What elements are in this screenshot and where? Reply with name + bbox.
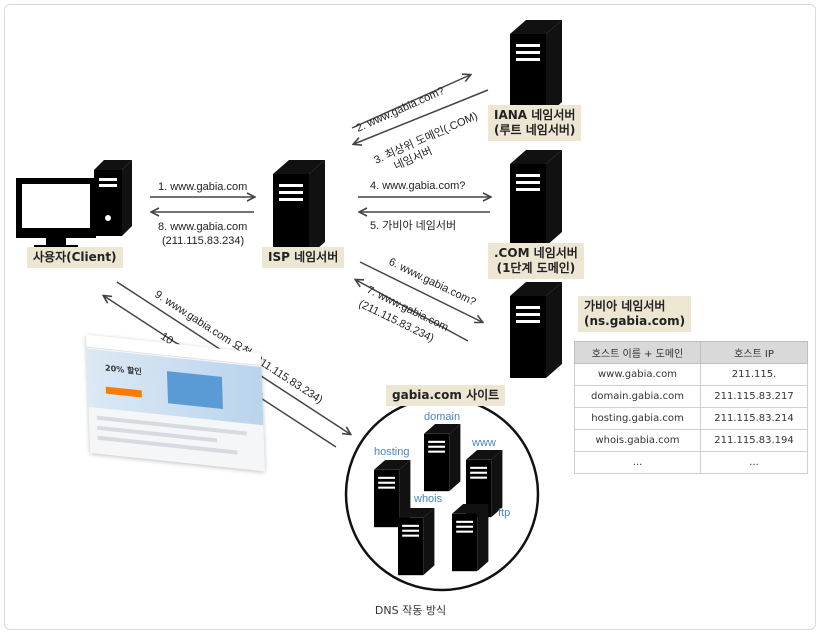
table-row: domain.gabia.com 211.115.83.217 (574, 385, 808, 408)
host-name-cell: hosting.gabia.com (574, 407, 701, 430)
host-table: 호스트 이름 + 도메인 호스트 IP www.gabia.com 211.11… (574, 341, 808, 474)
host-name-cell: domain.gabia.com (574, 385, 701, 408)
arrow-step-3 (354, 89, 489, 144)
host-table-header-ip: 호스트 IP (700, 341, 808, 364)
table-row: www.gabia.com 211.115. (574, 363, 808, 386)
com-server-icon (510, 150, 562, 246)
arrow-step-6 (359, 261, 482, 322)
host-table-header: 호스트 이름 + 도메인 호스트 IP (574, 341, 808, 364)
gabia-server-icon (510, 282, 562, 378)
figure-caption: DNS 작동 방식 (374, 604, 447, 617)
site-server-hosting: hosting (374, 446, 409, 458)
gabia-website-screenshot: 20% 할인 (85, 334, 266, 472)
isp-nameserver-label: ISP 네임서버 (262, 247, 345, 268)
gabia-ns-label-line-2: (ns.gabia.com) (584, 314, 686, 328)
site-label: gabia.com 사이트 (386, 385, 506, 406)
client-label: 사용자(Client) (27, 247, 123, 268)
step-8-ip: (211.115.83.234) (162, 235, 244, 247)
step-1-label: 1. www.gabia.com (158, 181, 247, 193)
table-row: whois.gabia.com 211.115.83.194 (574, 429, 808, 452)
step-2-label: 2. www.gabia.com? (354, 85, 446, 135)
site-server-whois: whois (413, 493, 443, 505)
host-ip-cell: 211.115.83.214 (700, 407, 808, 430)
com-label-line-1: .COM 네임서버 (494, 246, 578, 260)
gabia-ns-label-line-1: 가비아 네임서버 (584, 299, 666, 313)
site-server-www: www (471, 437, 496, 449)
arrow-step-7 (356, 280, 469, 342)
host-ip-cell: 211.115.83.217 (700, 385, 808, 408)
host-ip-cell: 211.115.83.194 (700, 429, 808, 452)
table-row: hosting.gabia.com 211.115.83.214 (574, 407, 808, 430)
iana-label-line-2: (루트 네임서버) (494, 123, 576, 137)
iana-server-icon (510, 20, 562, 116)
host-ip-cell: 211.115. (700, 363, 808, 386)
host-name-cell: ... (574, 451, 701, 474)
step-5-label: 5. 가비아 네임서버 (370, 219, 456, 232)
com-nameserver-label: .COM 네임서버 (1단계 도메인) (488, 243, 584, 279)
iana-nameserver-label: IANA 네임서버 (루트 네임서버) (488, 105, 582, 141)
host-name-cell: whois.gabia.com (574, 429, 701, 452)
host-ip-cell: ... (700, 451, 808, 474)
arrow-step-2 (351, 75, 470, 129)
step-4-label: 4. www.gabia.com? (370, 180, 465, 192)
gabia-nameserver-label: 가비아 네임서버 (ns.gabia.com) (578, 296, 692, 332)
host-name-cell: www.gabia.com (574, 363, 701, 386)
site-server-domain: domain (424, 411, 460, 423)
isp-server-icon (273, 160, 325, 256)
client-computer-icon (16, 160, 132, 249)
iana-label-line-1: IANA 네임서버 (494, 108, 576, 122)
site-server-ftp: ftp (498, 507, 510, 519)
step-8-label: 8. www.gabia.com (158, 221, 247, 233)
com-label-line-2: (1단계 도메인) (496, 261, 576, 275)
host-table-header-name: 호스트 이름 + 도메인 (574, 341, 701, 364)
table-row: ... ... (574, 451, 808, 474)
